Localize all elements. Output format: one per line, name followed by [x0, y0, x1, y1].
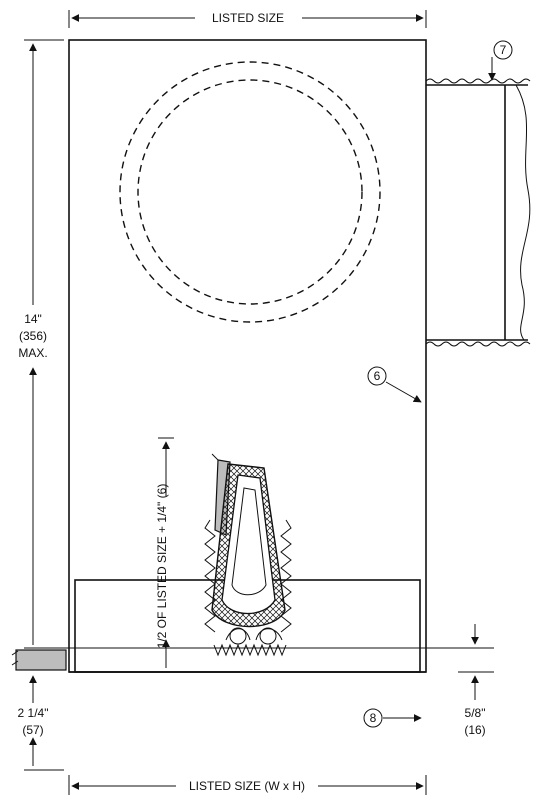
left-lower-line-1: 2 1/4" — [18, 706, 49, 720]
right-lower-line-1: 5/8" — [465, 706, 486, 720]
right-lower-dimension: 5/8" (16) — [458, 624, 494, 737]
dashed-circle-outline — [119, 61, 381, 323]
callout-6: 6 — [367, 366, 422, 403]
bottom-width-dimension: LISTED SIZE (W x H) — [68, 775, 427, 795]
sleeve-section — [425, 78, 531, 347]
vertical-offset-dimension: 1/2 OF LISTED SIZE + 1/4" (6) — [155, 437, 174, 673]
bottom-width-label: LISTED SIZE (W x H) — [189, 779, 305, 793]
left-lower-dimension: 2 1/4" (57) — [18, 675, 64, 771]
callout-7-label: 7 — [500, 43, 507, 57]
right-lower-line-2: (16) — [464, 723, 485, 737]
fusible-link-assembly — [204, 453, 292, 657]
left-max-dimension: 14" (356) MAX. — [18, 39, 64, 649]
callout-8-label: 8 — [370, 711, 377, 725]
callout-7: 7 — [488, 40, 513, 81]
vertical-offset-label: 1/2 OF LISTED SIZE + 1/4" (6) — [155, 484, 169, 649]
left-lower-line-2: (57) — [22, 723, 43, 737]
left-max-line-3: MAX. — [18, 346, 47, 360]
callout-8: 8 — [363, 708, 422, 728]
left-max-line-2: (356) — [19, 329, 47, 343]
left-max-line-1: 14" — [24, 312, 42, 326]
top-width-label: LISTED SIZE — [212, 11, 284, 25]
left-bracket — [11, 649, 67, 671]
callout-6-label: 6 — [374, 369, 381, 383]
top-width-dimension: LISTED SIZE — [68, 10, 427, 28]
